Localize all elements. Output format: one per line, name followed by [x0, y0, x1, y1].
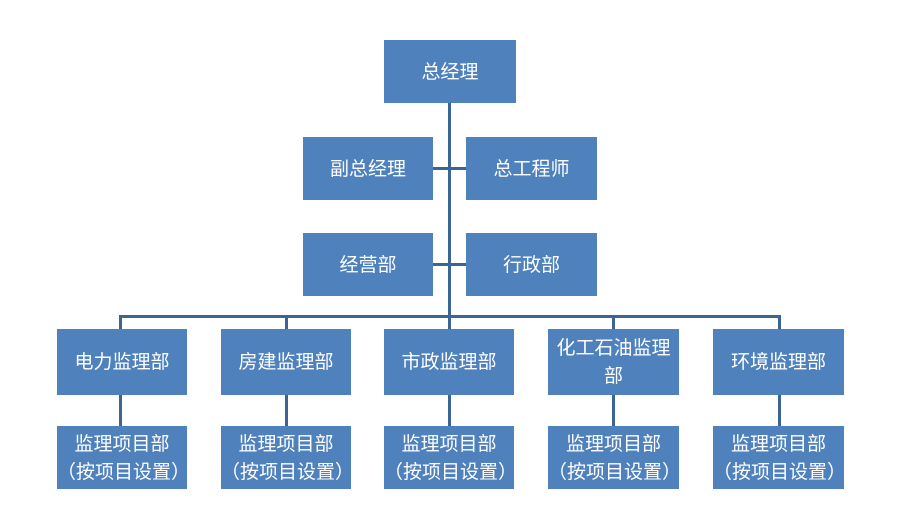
- node-project-4-line1: 监理项目部: [565, 432, 661, 455]
- node-chief-engineer-label: 总工程师: [493, 157, 570, 180]
- node-admin-dept-label: 行政部: [502, 253, 560, 276]
- node-business-dept: 经营部: [303, 233, 433, 296]
- node-project-1-line1: 监理项目部: [74, 432, 170, 455]
- branch-drop-2: [285, 315, 288, 329]
- node-branch-5-label: 环境监理部: [730, 351, 826, 373]
- node-chief-engineer: 总工程师: [466, 137, 597, 200]
- node-branch-4: 化工石油监理部: [548, 329, 679, 395]
- node-project-3-line1: 监理项目部: [401, 432, 497, 455]
- node-project-2: 监理项目部 （按项目设置）: [221, 426, 355, 489]
- project-link-1: [119, 395, 122, 426]
- node-branch-4-label: 化工石油监理部: [556, 337, 671, 387]
- node-branch-2-label: 房建监理部: [238, 351, 334, 373]
- node-branch-3-label: 市政监理部: [401, 351, 497, 373]
- project-link-5: [778, 395, 781, 426]
- node-general-manager-label: 总经理: [421, 60, 479, 83]
- node-project-1: 监理项目部 （按项目设置）: [57, 426, 191, 489]
- node-branch-3: 市政监理部: [384, 329, 514, 395]
- node-project-1-line2: （按项目设置）: [57, 460, 191, 483]
- project-link-2: [285, 395, 288, 426]
- node-project-5-line1: 监理项目部: [730, 432, 826, 455]
- node-project-2-line1: 监理项目部: [238, 432, 334, 455]
- node-project-5: 监理项目部 （按项目设置）: [713, 426, 847, 489]
- node-deputy-general-manager-label: 副总经理: [329, 157, 406, 180]
- node-project-4-line2: （按项目设置）: [548, 460, 682, 483]
- node-branch-5: 环境监理部: [713, 329, 844, 395]
- node-project-5-line2: （按项目设置）: [713, 460, 847, 483]
- node-business-dept-label: 经营部: [339, 253, 397, 276]
- node-branch-2: 房建监理部: [221, 329, 351, 395]
- branch-drop-4: [612, 315, 615, 329]
- node-branch-1-label: 电力监理部: [74, 351, 170, 373]
- project-link-3: [448, 395, 451, 426]
- node-general-manager: 总经理: [384, 40, 516, 103]
- node-deputy-general-manager: 副总经理: [303, 137, 433, 200]
- deputy-connector: [433, 167, 466, 170]
- node-admin-dept: 行政部: [466, 233, 597, 296]
- branch-drop-5: [778, 315, 781, 329]
- project-link-4: [612, 395, 615, 426]
- department-connector: [433, 263, 466, 266]
- node-project-3-line2: （按项目设置）: [384, 460, 518, 483]
- node-project-4: 监理项目部 （按项目设置）: [548, 426, 682, 489]
- node-project-3: 监理项目部 （按项目设置）: [384, 426, 518, 489]
- trunk-line: [448, 103, 451, 318]
- node-project-2-line2: （按项目设置）: [221, 460, 355, 483]
- branch-drop-1: [119, 315, 122, 329]
- node-branch-1: 电力监理部: [57, 329, 187, 395]
- branch-drop-3: [448, 315, 451, 329]
